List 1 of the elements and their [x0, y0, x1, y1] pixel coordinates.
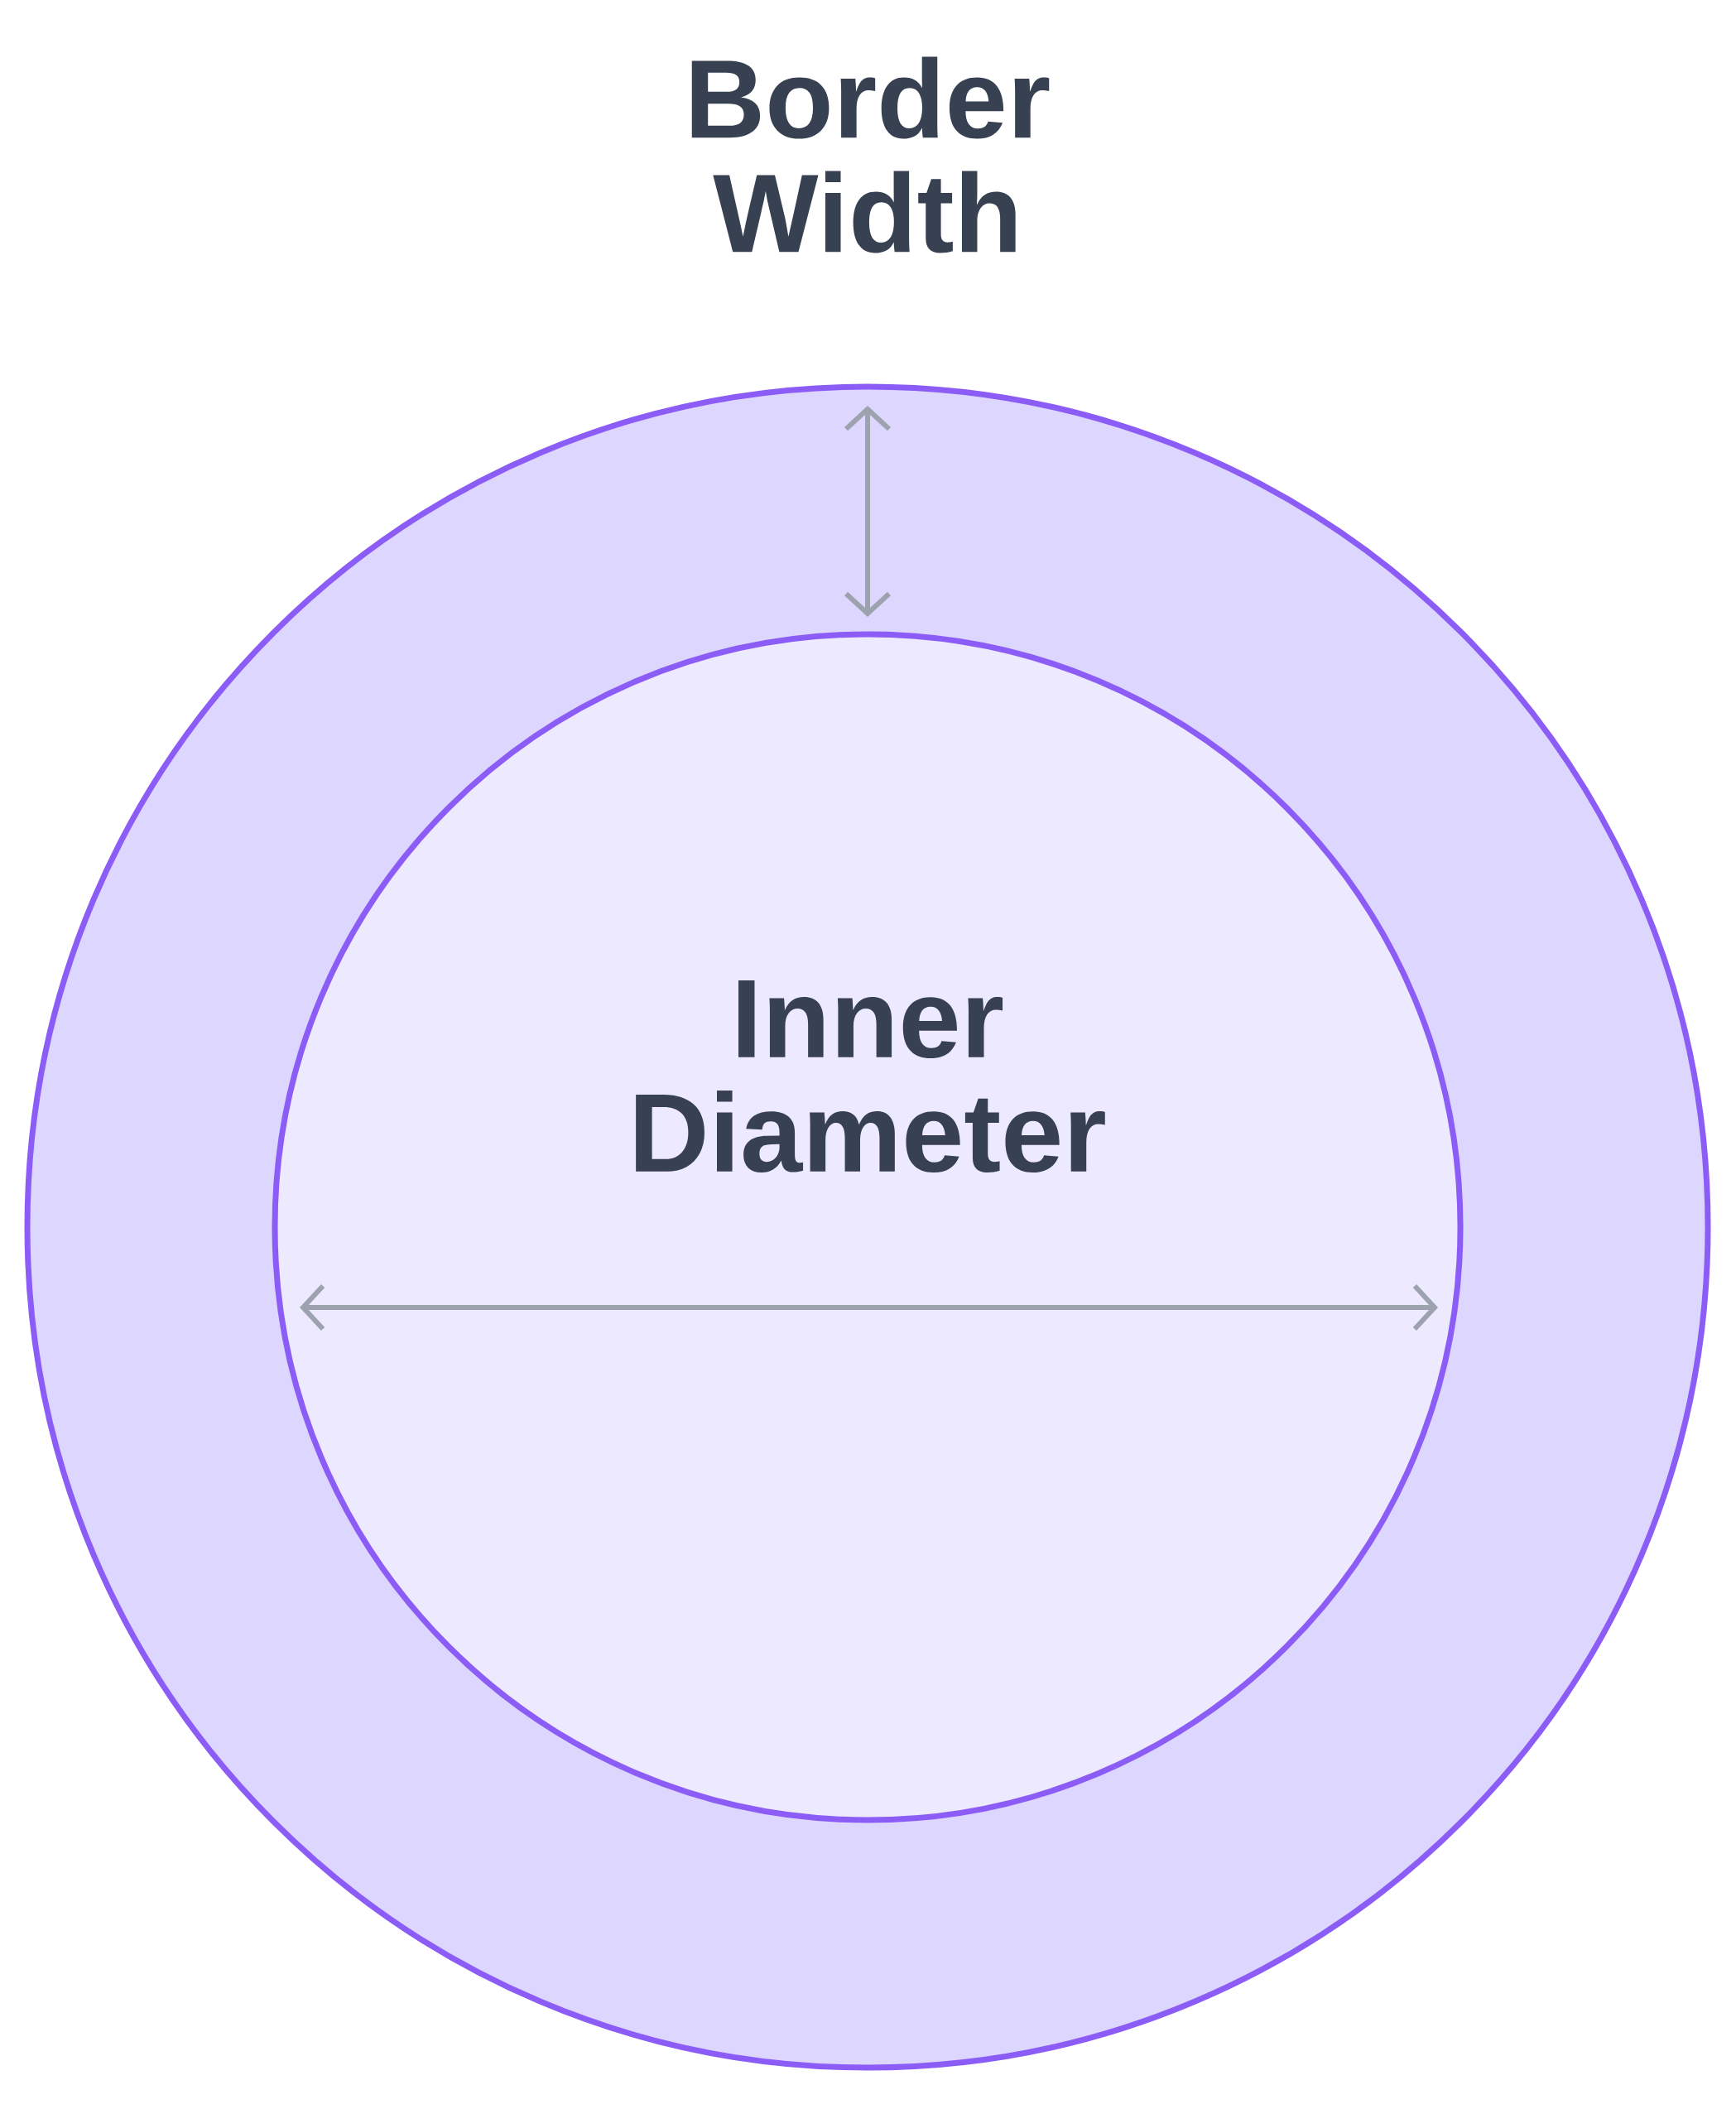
dimension-label: Border Width	[691, 56, 1050, 253]
